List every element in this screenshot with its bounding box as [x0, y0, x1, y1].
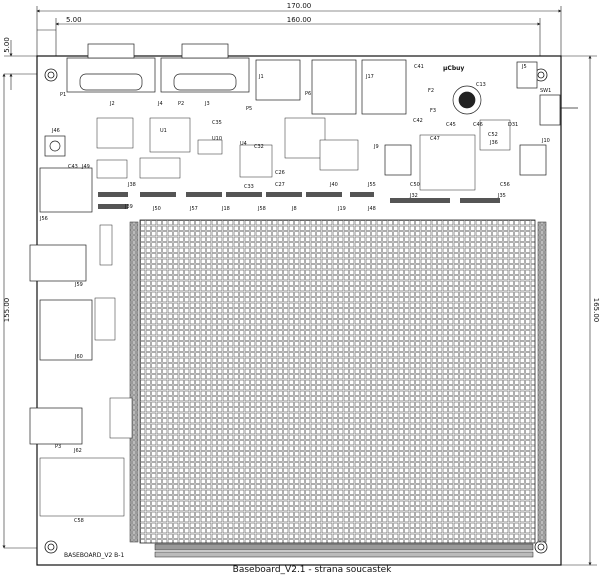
label-c50: C50	[410, 182, 420, 188]
label-c32: C32	[254, 144, 264, 150]
label-l1: J9	[373, 144, 379, 150]
label-j1: J1	[258, 74, 264, 80]
label-sw1: SW1	[540, 88, 551, 94]
label-d50: J36	[489, 140, 498, 146]
label-j18: J59	[74, 282, 83, 288]
label-j46: J38	[127, 182, 136, 188]
label-j3: J3	[204, 101, 210, 107]
dim-offset-left: 5.00	[66, 16, 82, 24]
label-c33: C33	[244, 184, 254, 190]
label-j32: J19	[337, 206, 346, 212]
label-j6: J50	[152, 206, 161, 212]
label-c43: C43	[68, 164, 78, 170]
label-j36: J8	[291, 206, 297, 212]
label-p6: P6	[305, 91, 311, 97]
label-c56: C56	[500, 182, 510, 188]
inductor-l2	[519, 144, 547, 176]
label-c47: C47	[430, 136, 440, 142]
label-c13: C13	[476, 82, 486, 88]
label-c27: C27	[275, 182, 285, 188]
label-j2: J2	[109, 101, 115, 107]
label-j48: P3	[55, 444, 61, 450]
dim-offset-top: 5.00	[3, 37, 11, 53]
switch-sw1[interactable]	[539, 94, 578, 126]
label-j4: J4	[157, 101, 163, 107]
connector-j17[interactable]	[361, 59, 407, 115]
prototyping-area	[139, 219, 536, 544]
label-j41: C58	[74, 518, 84, 524]
component-labels: P1 P2 J2 J3 J4 P5 J1 P6 J17 J5 SW1 D31 C…	[39, 64, 551, 524]
label-d22: J35	[497, 193, 506, 199]
label-c42: C42	[413, 118, 423, 124]
drawing-title: Baseboard_V2.1 - strana soucastek	[233, 565, 392, 575]
label-j49: J40	[329, 182, 338, 188]
db9-connector-p1[interactable]	[66, 43, 156, 93]
label-u1: U1	[160, 128, 167, 134]
connector-j1[interactable]	[255, 59, 301, 101]
header-strip-bottom-2	[154, 551, 534, 558]
label-f3: F3	[430, 108, 436, 114]
label-j10: J58	[257, 206, 266, 212]
mounting-holes	[44, 68, 548, 554]
label-j5: J5	[521, 64, 527, 70]
label-u10: U10	[212, 136, 222, 142]
header-strip-right	[537, 221, 547, 543]
label-j57: J48	[367, 206, 376, 212]
header-strip-left	[129, 221, 139, 543]
label-p5: P5	[246, 106, 252, 112]
connector-j8[interactable]	[39, 299, 93, 361]
board-name: BASEBOARD_V2 B-1	[64, 552, 124, 559]
inductor-c13	[452, 85, 482, 115]
label-j9: J57	[189, 206, 198, 212]
label-c35: C35	[212, 120, 222, 126]
dim-inner-height: 155.00	[3, 298, 11, 323]
dimension-lines	[2, 6, 597, 566]
label-d21: J32	[409, 193, 418, 199]
label-c46: C46	[473, 122, 483, 128]
connector-j19[interactable]	[39, 167, 93, 213]
label-c30: J49	[81, 164, 90, 170]
label-j45: J39	[124, 204, 133, 210]
connector-j5[interactable]	[516, 61, 538, 89]
label-u4: U4	[240, 141, 247, 147]
label-d31: D31	[508, 122, 518, 128]
label-c45: C45	[446, 122, 456, 128]
component-blocks	[39, 117, 511, 517]
db9-connector-p2[interactable]	[160, 43, 250, 93]
label-j19: J56	[39, 216, 48, 222]
dim-overall-width: 170.00	[287, 2, 312, 10]
label-j40: J62	[73, 448, 82, 454]
inductor-l1	[384, 144, 412, 176]
label-j58: J55	[367, 182, 376, 188]
pin-headers	[98, 192, 500, 209]
label-c41: C41	[414, 64, 424, 70]
label-p1: P1	[60, 92, 66, 98]
label-f2: F2	[428, 88, 434, 94]
label-j17: J17	[365, 74, 374, 80]
label-c26: C26	[275, 170, 285, 176]
connector-j48[interactable]	[29, 407, 83, 445]
dim-overall-height: 165.00	[592, 298, 600, 323]
label-sw2: J46	[51, 128, 60, 134]
switch-sw2[interactable]	[44, 135, 66, 157]
label-p2: P2	[178, 101, 184, 107]
label-j35: J18	[221, 206, 230, 212]
logo: μCbuy	[443, 65, 464, 72]
connector-p6[interactable]	[311, 59, 357, 115]
dim-inner-width: 160.00	[287, 16, 312, 24]
label-l2: J10	[541, 138, 550, 144]
label-j8: J60	[74, 354, 83, 360]
label-c52: C52	[488, 132, 498, 138]
header-strip-bottom	[154, 543, 534, 551]
connector-j18[interactable]	[29, 244, 87, 282]
